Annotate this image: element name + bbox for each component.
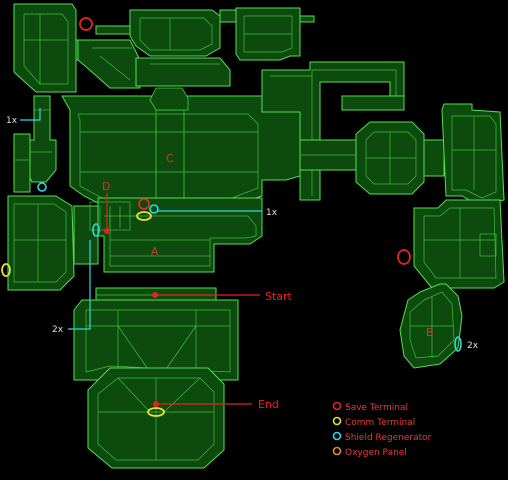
leader-shield-left xyxy=(68,240,91,330)
leader-shield-top-left xyxy=(20,108,41,121)
shield-regenerator-icon xyxy=(332,431,342,441)
oxygen-panel-icon xyxy=(332,446,342,456)
shield-regenerator-left xyxy=(92,223,100,237)
legend-label-comm-terminal: Comm Terminal xyxy=(345,418,415,428)
room-label-b: B xyxy=(426,326,434,339)
legend-label-oxygen-panel: Oxygen Panel xyxy=(345,448,407,458)
comm-terminal-center xyxy=(136,211,152,221)
shield-count-center: 1x xyxy=(266,208,278,218)
room-c xyxy=(61,87,301,207)
room-label-a: A xyxy=(151,245,159,258)
room-east-lower xyxy=(413,199,505,289)
legend: Save Terminal Comm Terminal Shield Regen… xyxy=(332,401,432,458)
room-label-d: D xyxy=(102,180,110,193)
room-b xyxy=(399,283,463,369)
room-south-lower xyxy=(87,367,225,469)
shield-count-left: 2x xyxy=(52,325,64,335)
point-d xyxy=(104,228,110,234)
comm-terminal-west xyxy=(1,263,11,277)
start-label: Start xyxy=(265,290,293,303)
room-label-c: C xyxy=(166,152,174,165)
save-terminal-top xyxy=(79,17,93,31)
room-east-upper xyxy=(355,103,505,207)
shield-regenerator-center xyxy=(149,204,159,214)
shield-count-top-left: 1x xyxy=(6,116,18,126)
room-west-column xyxy=(13,95,57,193)
shield-count-right: 2x xyxy=(467,341,479,351)
save-terminal-east xyxy=(397,249,411,265)
corridor-east xyxy=(261,61,405,201)
comm-terminal-south xyxy=(147,407,165,417)
shield-regenerator-east xyxy=(454,336,462,352)
legend-label-shield-regenerator: Shield Regenerator xyxy=(345,433,432,443)
legend-label-save-terminal: Save Terminal xyxy=(345,403,408,413)
room-a xyxy=(89,197,263,273)
save-terminal-center xyxy=(138,198,150,210)
room-west xyxy=(7,195,99,291)
comm-terminal-icon xyxy=(332,416,342,426)
shield-regenerator-west xyxy=(37,182,47,192)
end-label: End xyxy=(258,398,279,411)
top-corridors xyxy=(77,7,315,89)
save-terminal-icon xyxy=(332,401,342,411)
